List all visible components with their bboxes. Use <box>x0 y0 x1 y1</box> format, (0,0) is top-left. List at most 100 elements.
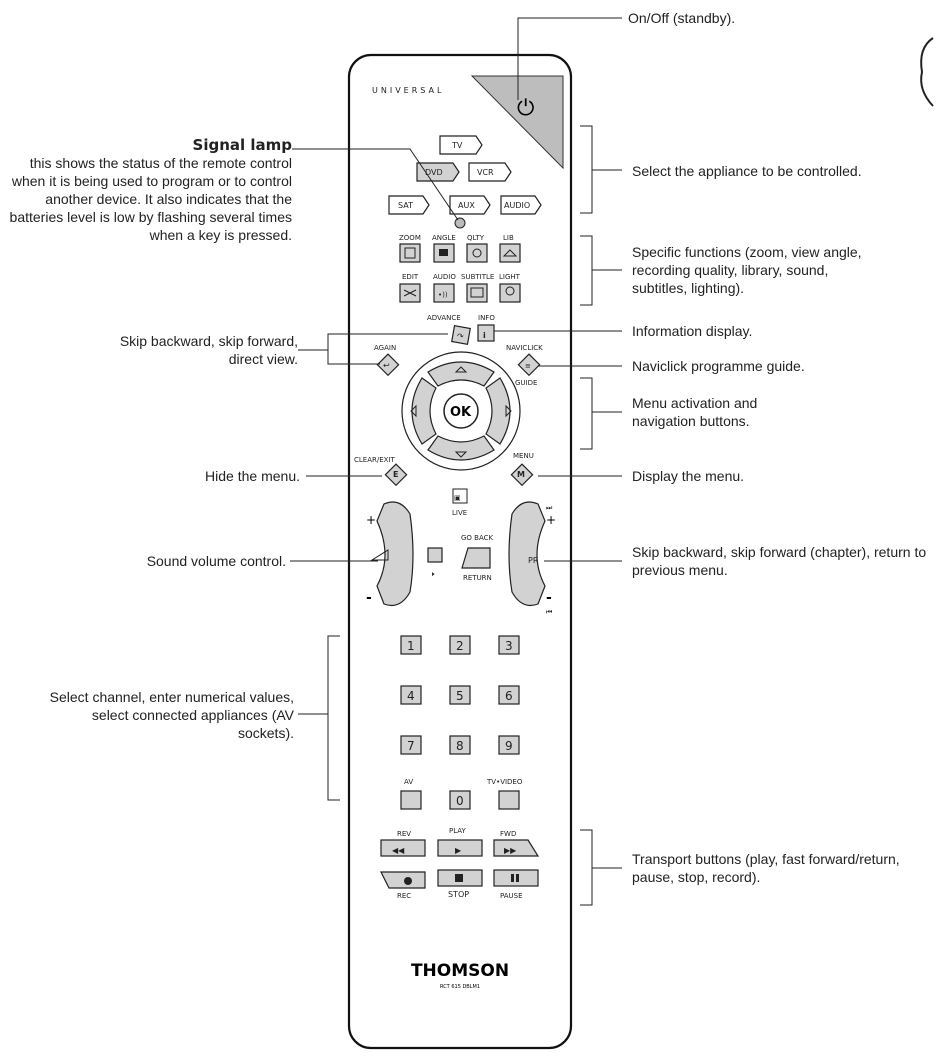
info-label: INFO <box>478 314 495 322</box>
digit-5-button[interactable] <box>449 685 471 705</box>
digit-7-label: 7 <box>407 739 415 753</box>
pause-icon <box>511 874 514 882</box>
qlty-button[interactable] <box>466 243 488 263</box>
mute-button[interactable] <box>427 547 443 563</box>
aux-button[interactable] <box>449 195 491 215</box>
bulb-icon <box>505 286 515 296</box>
stop-label: STOP <box>448 890 469 899</box>
tv-label: TV <box>451 141 463 150</box>
play-label: PLAY <box>449 827 467 835</box>
again-button[interactable] <box>376 353 400 377</box>
skip-right-annotation: Skip backward, skip forward (chapter), r… <box>632 544 927 578</box>
clear-exit-button[interactable] <box>384 463 408 487</box>
page-curl <box>920 37 934 107</box>
live-button[interactable] <box>452 488 468 504</box>
lib-button[interactable] <box>499 243 521 263</box>
fwd-label: FWD <box>500 830 516 838</box>
nav-left-button[interactable] <box>411 377 437 445</box>
digit-0-label: 0 <box>456 794 464 808</box>
power-leader <box>517 17 622 100</box>
signal-leader <box>292 148 459 221</box>
skip-left-leader-bottom <box>327 350 380 365</box>
rev-label: REV <box>397 830 411 838</box>
scissors-icon <box>403 289 417 297</box>
pr-label: PR <box>528 556 539 565</box>
volume-icon <box>370 549 389 561</box>
brand-logo: THOMSON <box>411 961 509 981</box>
light-button[interactable] <box>499 283 521 303</box>
leader-lines <box>290 17 622 906</box>
advance-label: ADVANCE <box>427 314 461 322</box>
camera-icon <box>439 249 448 256</box>
digit-1-button[interactable] <box>400 635 422 655</box>
vcr-button[interactable] <box>468 162 512 182</box>
lib-label: LIB <box>503 234 514 242</box>
digit-9-button[interactable] <box>498 735 520 755</box>
naviclick-annotation: Naviclick programme guide. <box>632 358 805 374</box>
av-button[interactable] <box>400 790 422 810</box>
volume-rocker[interactable] <box>376 501 414 607</box>
info-button[interactable] <box>477 324 495 342</box>
rev-button[interactable] <box>380 839 426 857</box>
select-appliance-annotation: Select the appliance to be controlled. <box>632 163 862 179</box>
nav-up-button[interactable] <box>427 361 495 387</box>
volume-minus-label: - <box>366 590 372 606</box>
signal-lamp-title: Signal lamp <box>192 136 292 154</box>
subtitle-button[interactable] <box>466 283 488 303</box>
digit-2-button[interactable] <box>449 635 471 655</box>
down-arrow-icon <box>454 451 468 458</box>
ok-button[interactable] <box>443 393 479 429</box>
rec-button[interactable] <box>380 871 426 889</box>
function-keys-row-1: ZOOM ANGLE QLTY LIB <box>399 234 521 263</box>
fast-forward-icon: ▶▶ <box>504 846 517 855</box>
clear-exit-label: CLEAR/EXIT <box>354 456 396 464</box>
transport-group: REV ◀◀ PLAY ▶ FWD ▶▶ REC STOP PAUSE <box>380 827 540 900</box>
power-icon: ⏻ <box>517 96 534 121</box>
right-arrow-icon <box>505 404 512 418</box>
transport-bracket <box>580 829 593 906</box>
digit-3-button[interactable] <box>498 635 520 655</box>
qlty-label: QLTY <box>467 234 485 242</box>
sat-button[interactable] <box>388 195 430 215</box>
universal-label: UNIVERSAL <box>372 86 444 95</box>
again-icon: ↩ <box>383 361 390 370</box>
av-label: AV <box>404 778 413 786</box>
zoom-button[interactable] <box>399 243 421 263</box>
tv-button[interactable] <box>439 135 483 155</box>
hide-menu-annotation: Hide the menu. <box>205 468 300 484</box>
audio-fn-button[interactable] <box>433 283 455 303</box>
fwd-button[interactable] <box>493 839 540 857</box>
sat-label: SAT <box>398 201 413 210</box>
select-channel-annotation: Select channel, enter numerical values, … <box>49 689 294 741</box>
transport-annotation: Transport buttons (play, fast forward/re… <box>632 851 900 885</box>
left-arrow-icon <box>410 404 417 418</box>
nav-down-button[interactable] <box>427 435 495 461</box>
menu-nav-annotation: Menu activation and navigation buttons. <box>632 395 758 429</box>
menu-button[interactable] <box>510 463 534 487</box>
digit-0-button[interactable] <box>449 790 471 810</box>
go-back-button[interactable] <box>461 547 491 569</box>
pr-rocker[interactable] <box>508 501 546 607</box>
audio-button[interactable] <box>500 195 542 215</box>
digit-3-label: 3 <box>505 639 513 653</box>
tv-icon: ▣ <box>454 494 461 502</box>
naviclick-button[interactable] <box>517 353 541 377</box>
number-pad: 1 2 3 4 5 6 7 8 9 AV 0 TV•VIDEO <box>400 635 523 810</box>
audio-fn-label: AUDIO <box>433 273 456 281</box>
subtitle-label: SUBTITLE <box>461 273 494 281</box>
digit-8-button[interactable] <box>449 735 471 755</box>
function-keys-row-2: EDIT AUDIO •)) SUBTITLE LIGHT <box>399 273 521 303</box>
digit-4-button[interactable] <box>400 685 422 705</box>
skip-back-icon: ⏮ <box>546 608 552 616</box>
advance-button[interactable] <box>451 325 471 345</box>
play-icon: ▶ <box>455 846 462 855</box>
nav-right-button[interactable] <box>485 377 511 445</box>
digit-6-button[interactable] <box>498 685 520 705</box>
audio-label: AUDIO <box>504 201 530 210</box>
dvd-button[interactable] <box>416 162 460 182</box>
play-button[interactable] <box>437 839 483 857</box>
tv-video-button[interactable] <box>498 790 520 810</box>
menu-label: MENU <box>513 452 534 460</box>
digit-7-button[interactable] <box>400 735 422 755</box>
stop-icon <box>455 874 463 882</box>
